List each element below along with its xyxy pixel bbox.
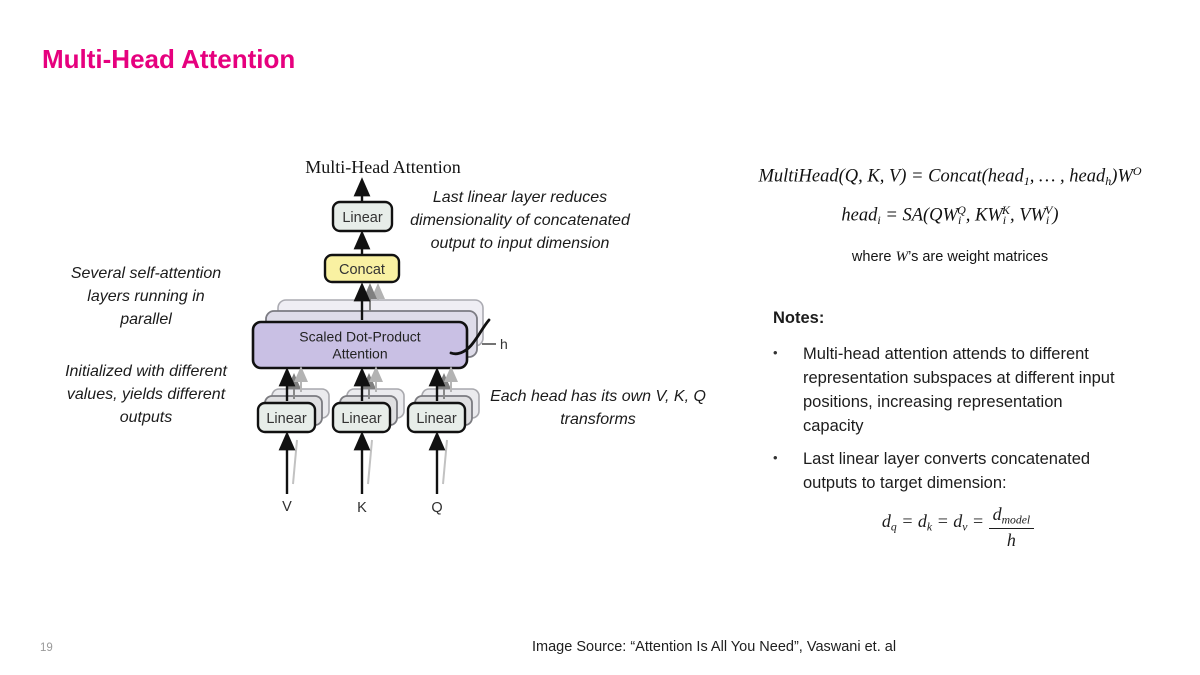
linear-top-label: Linear xyxy=(342,210,382,226)
annotation-parallel-layers: Several self-attention layers running in… xyxy=(70,265,222,328)
weight-matrices-note: where W’s are weight matrices xyxy=(851,248,1049,266)
input-label-q: Q xyxy=(431,500,442,516)
input-label-k: K xyxy=(357,500,367,516)
concat-label: Concat xyxy=(339,262,385,278)
notes-section: Notes: • Multi-head attention attends to… xyxy=(773,309,1129,551)
attention-label-line2: Attention xyxy=(332,346,387,362)
annotation-initialization: Initialized with different values, yield… xyxy=(65,363,227,426)
note-text-2: Last linear layer converts concatenated … xyxy=(803,450,1091,492)
formula-block: MultiHead(Q, K, V) = Concat(head1, … , h… xyxy=(705,157,1195,266)
attention-box: Scaled Dot-Product Attention xyxy=(251,320,469,370)
fraction-numerator: dmodel xyxy=(988,504,1035,529)
diagram-title: Multi-Head Attention xyxy=(305,157,460,177)
attention-label-line1: Scaled Dot-Product xyxy=(299,329,421,345)
linear-bottom-label-v: Linear xyxy=(266,411,306,427)
linear-bottom-label-k: Linear xyxy=(341,411,381,427)
concat-box: Concat xyxy=(323,253,401,284)
dimension-formula-lhs: dq = dk = dv = xyxy=(881,511,989,534)
bullet-marker: • xyxy=(773,450,778,465)
annotation-last-linear: Last linear layer reduces dimensionality… xyxy=(410,189,630,252)
attention-to-concat-arrows xyxy=(353,282,385,320)
note-bullet-2: • Last linear layer converts concatenate… xyxy=(773,447,1129,495)
input-arrows xyxy=(278,431,448,494)
h-label: h xyxy=(500,336,508,352)
fraction-denominator: h xyxy=(1006,529,1016,550)
head-count-indicator: h xyxy=(449,318,508,356)
bullet-marker: • xyxy=(773,345,778,360)
linear-bottom-label-q: Linear xyxy=(416,411,456,427)
linear-to-attention-arrows xyxy=(278,366,458,401)
head-formula: headi = SA(QWiQ, KWiK, VWiV) xyxy=(841,203,1059,228)
notes-heading: Notes: xyxy=(773,309,825,327)
multi-head-attention-diagram: Multi-Head Attention Linear Concat Scale xyxy=(251,157,508,516)
linear-bottom-boxes: Linear Linear Linear xyxy=(256,401,467,434)
input-labels: V K Q xyxy=(282,499,442,516)
page-title: Multi-Head Attention xyxy=(42,44,296,74)
multihead-formula: MultiHead(Q, K, V) = Concat(head1, … , h… xyxy=(758,164,1142,189)
linear-top-box: Linear xyxy=(331,200,394,233)
input-label-v: V xyxy=(282,499,292,515)
note-bullet-1: • Multi-head attention attends to differ… xyxy=(773,342,1129,438)
page-number: 19 xyxy=(40,642,53,654)
note-text-1: Multi-head attention attends to differen… xyxy=(803,345,1115,435)
annotation-per-head-transforms: Each head has its own V, K, Q transforms xyxy=(490,388,706,428)
annotation-left: Several self-attention layers running in… xyxy=(60,262,232,429)
image-source-citation: Image Source: “Attention Is All You Need… xyxy=(532,639,897,655)
